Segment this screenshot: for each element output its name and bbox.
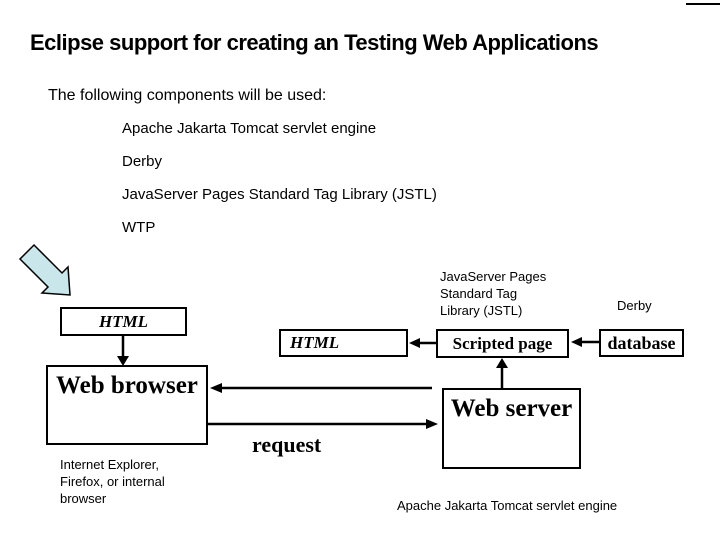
html-box-mid: HTML	[279, 329, 408, 357]
html-box-top: HTML	[60, 307, 187, 336]
component-item-derby: Derby	[122, 153, 163, 170]
arrow-html-to-browser	[117, 336, 129, 366]
database-box: database	[599, 329, 684, 357]
components-intro-text: The following components will be used:	[48, 87, 327, 104]
component-item-jstl: JavaServer Pages Standard Tag Library (J…	[122, 186, 437, 203]
web-browser-box: Web browser	[46, 365, 208, 445]
arrow-response-to-browser	[210, 383, 432, 393]
page-title: Eclipse support for creating an Testing …	[30, 30, 599, 55]
component-item-wtp: WTP	[122, 219, 156, 236]
arrow-scripted-page-to-html	[409, 338, 436, 348]
derby-caption: Derby	[617, 298, 652, 313]
arrow-server-to-scripted-page	[496, 358, 508, 388]
component-item-tomcat: Apache Jakarta Tomcat servlet engine	[122, 120, 377, 137]
request-label: request	[252, 432, 322, 457]
jstl-caption: JavaServer Pages Standard Tag Library (J…	[440, 269, 547, 318]
arrow-request-to-server	[208, 419, 438, 429]
tomcat-caption: Apache Jakarta Tomcat servlet engine	[397, 498, 618, 513]
pointer-arrow-icon	[18, 243, 71, 296]
browser-examples-caption: Internet Explorer, Firefox, or internal …	[60, 457, 165, 506]
scripted-page-box: Scripted page	[436, 329, 569, 358]
arrow-database-to-scripted-page	[571, 337, 599, 347]
web-server-box: Web server	[442, 388, 581, 469]
